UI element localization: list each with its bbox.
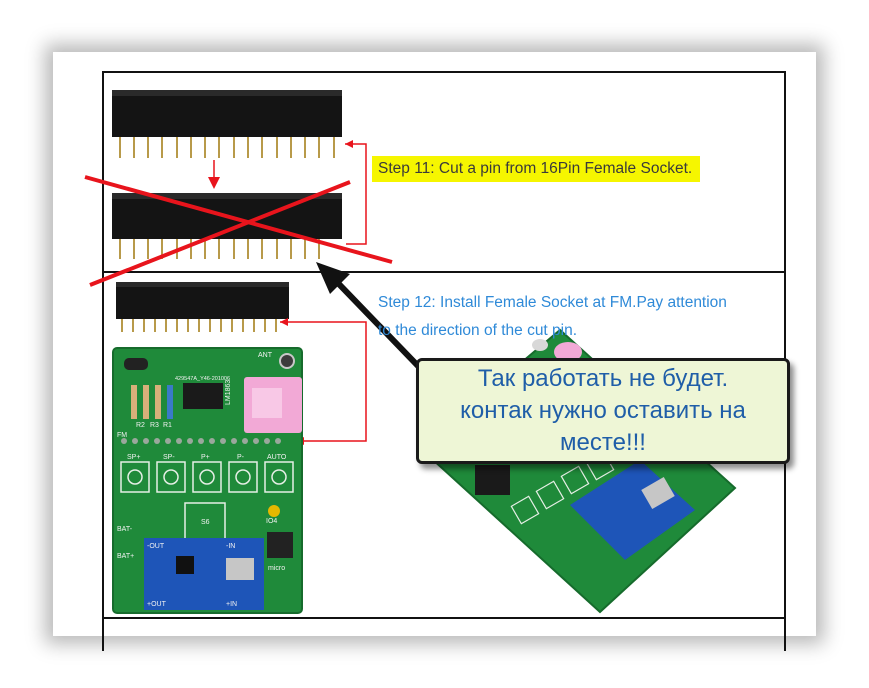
label-p-minus: P- (237, 454, 245, 461)
bracket-line-step12 (280, 321, 367, 442)
bracket-line (345, 143, 367, 245)
label-ant: ANT (258, 352, 273, 359)
label-in-plus: +IN (226, 601, 237, 608)
label-sp-minus: SP- (163, 454, 175, 461)
female-socket-cut (112, 193, 342, 259)
step12-instruction: Step 12: Install Female Socket at FM.Pay… (378, 289, 782, 345)
label-bat-plus: BAT+ (117, 553, 134, 560)
label-s6: S6 (201, 519, 210, 526)
label-chip: LM1863 (225, 380, 232, 405)
table-row-divider (102, 271, 786, 273)
step11-instruction: Step 11: Cut a pin from 16Pin Female Soc… (372, 156, 701, 182)
callout-line2: контак нужно оставить на (460, 397, 746, 424)
female-socket-16pin (112, 90, 342, 158)
label-io4: IO4 (266, 518, 277, 525)
label-board-id: 429547A_Y46-201006 (175, 376, 230, 382)
label-sp-plus: SP+ (127, 454, 140, 461)
step12-line1: Step 12: Install Female Socket at FM.Pay… (378, 294, 727, 311)
label-p-plus: P+ (201, 454, 210, 461)
pcb-board-front (112, 347, 303, 614)
label-out-plus: +OUT (147, 601, 167, 608)
warning-callout: Так работать не будет. контак нужно оста… (416, 358, 790, 464)
label-in-minus: -IN (226, 543, 235, 550)
label-micro: micro (268, 565, 285, 572)
step12-line2: to the direction of the cut pin. (378, 322, 578, 339)
label-r2: R2 (136, 422, 145, 429)
callout-line1: Так работать не будет. (477, 365, 729, 392)
label-bat-minus: BAT- (117, 526, 133, 533)
callout-line3: месте!!! (560, 429, 646, 456)
pointer-arrow (316, 262, 423, 371)
label-fm: FM (117, 432, 127, 439)
table-row-divider-bottom (102, 617, 786, 619)
label-r1: R1 (163, 422, 172, 429)
label-r3: R3 (150, 422, 159, 429)
female-socket-step12 (116, 282, 289, 332)
label-out-minus: -OUT (147, 543, 165, 550)
label-auto: AUTO (267, 454, 287, 461)
red-cross-mark (84, 175, 393, 287)
